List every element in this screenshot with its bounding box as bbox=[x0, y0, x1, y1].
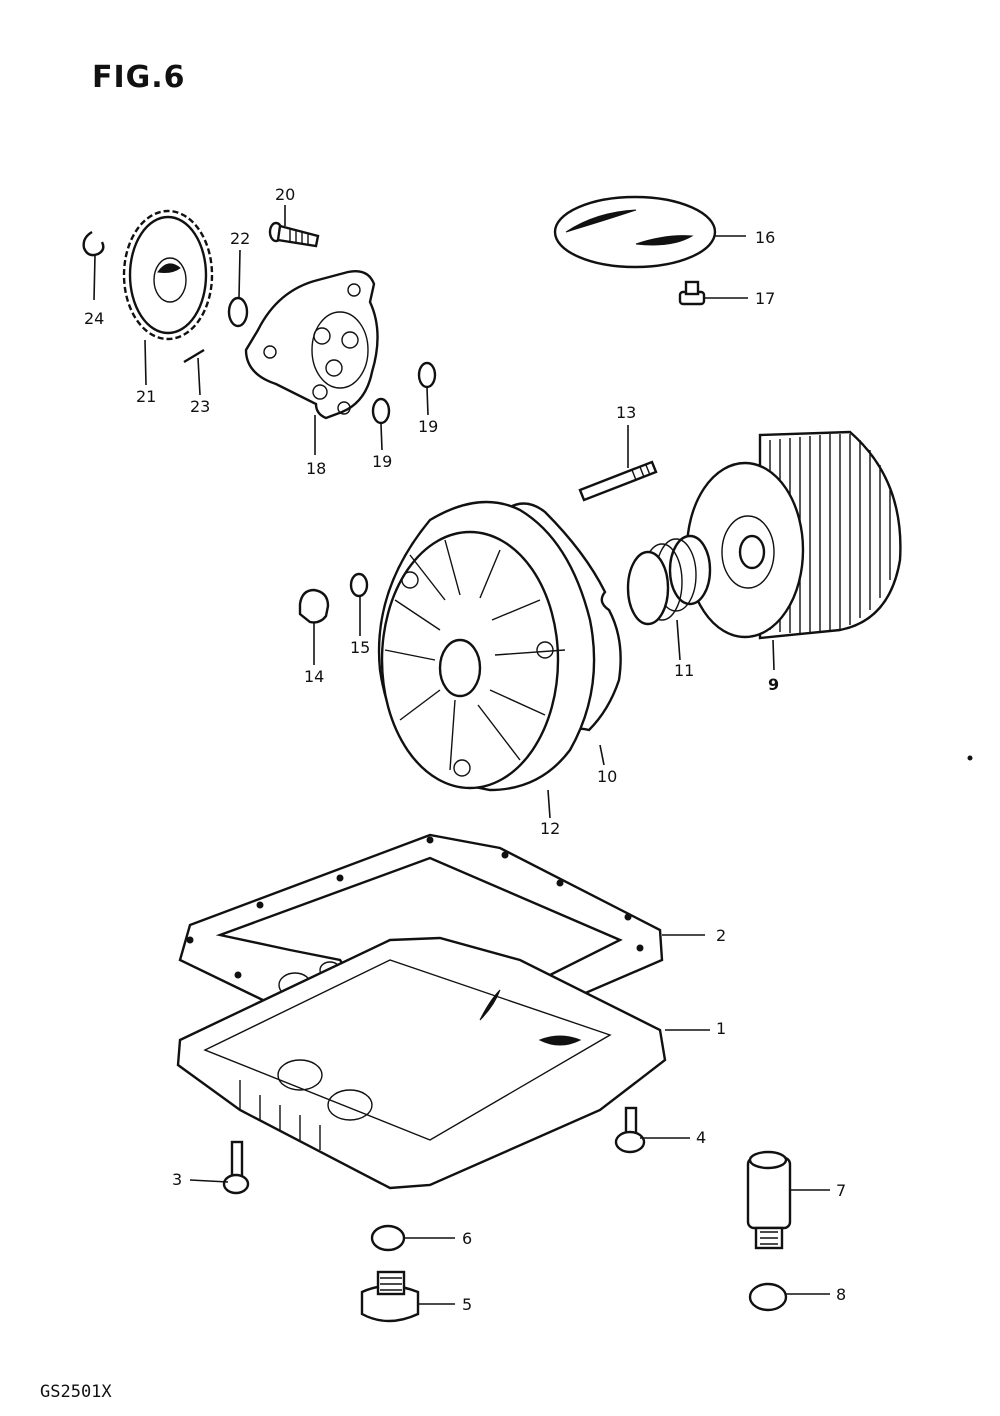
callout-14: 14 bbox=[304, 667, 324, 686]
part-1-oil-pan bbox=[176, 936, 667, 1190]
part-4-bolt bbox=[614, 1106, 646, 1154]
callout-10: 10 bbox=[597, 767, 617, 786]
callout-20: 20 bbox=[275, 185, 295, 204]
callout-23: 23 bbox=[190, 397, 210, 416]
part-13-stud bbox=[578, 460, 658, 502]
callout-22: 22 bbox=[230, 229, 250, 248]
callout-17: 17 bbox=[755, 289, 775, 308]
callout-19b: 19 bbox=[418, 417, 438, 436]
speck-mark bbox=[967, 755, 973, 761]
part-15-washer bbox=[349, 572, 369, 598]
part-16-cap bbox=[553, 195, 717, 269]
callout-1: 1 bbox=[716, 1019, 726, 1038]
part-17-bolt bbox=[678, 280, 706, 306]
figure-title: FIG.6 bbox=[92, 60, 186, 95]
part-12-filter-cover bbox=[377, 500, 596, 792]
model-code: GS2501X bbox=[40, 1382, 112, 1402]
part-5-drain-plug bbox=[360, 1270, 420, 1323]
callout-4: 4 bbox=[696, 1128, 706, 1147]
callout-11: 11 bbox=[674, 661, 694, 680]
callout-15: 15 bbox=[350, 638, 370, 657]
callout-5: 5 bbox=[462, 1295, 472, 1314]
callout-21: 21 bbox=[136, 387, 156, 406]
part-9-oil-filter bbox=[685, 430, 902, 640]
callout-2: 2 bbox=[716, 926, 726, 945]
callout-19a: 19 bbox=[372, 452, 392, 471]
callout-24: 24 bbox=[84, 309, 104, 328]
callout-9: 9 bbox=[768, 675, 779, 694]
part-22-oring bbox=[227, 296, 249, 328]
leader-lines bbox=[93, 205, 830, 1305]
callout-7: 7 bbox=[836, 1181, 846, 1200]
callout-13: 13 bbox=[616, 403, 636, 422]
callout-6: 6 bbox=[462, 1229, 472, 1248]
callout-12: 12 bbox=[540, 819, 560, 838]
callout-labels: 1 2 3 4 5 6 7 8 9 10 11 12 13 14 15 16 1… bbox=[84, 185, 846, 1314]
callout-8: 8 bbox=[836, 1285, 846, 1304]
callout-18: 18 bbox=[306, 459, 326, 478]
part-24-circlip bbox=[82, 230, 105, 257]
part-11-spring bbox=[626, 534, 712, 626]
part-7-oil-switch bbox=[746, 1150, 792, 1250]
part-23-pin bbox=[183, 348, 205, 364]
part-19-orings bbox=[371, 361, 437, 425]
part-14-cap-nut bbox=[298, 588, 330, 624]
part-21-gear bbox=[122, 209, 214, 341]
callout-3: 3 bbox=[172, 1170, 182, 1189]
part-18-oil-pump bbox=[244, 270, 379, 420]
part-6-washer bbox=[370, 1224, 406, 1252]
part-3-bolt bbox=[222, 1140, 250, 1195]
part-20-bolt bbox=[268, 221, 320, 248]
part-8-ring bbox=[748, 1282, 788, 1312]
callout-16: 16 bbox=[755, 228, 775, 247]
